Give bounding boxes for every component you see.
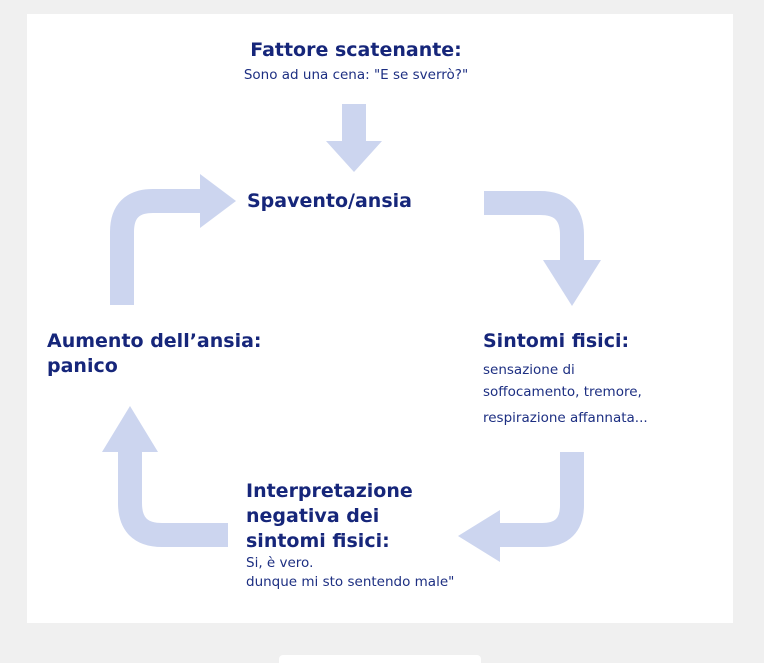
arrow-interpretation-to-panic-head [102, 406, 158, 452]
arrow-fear-to-symptoms-shaft [484, 191, 584, 262]
trigger-block: Fattore scatenante: Sono ad una cena: "E… [166, 38, 546, 85]
arrow-symptoms-to-interpretation-head [458, 510, 500, 562]
arrow-interpretation-to-panic-shaft [118, 450, 228, 547]
arrow-fear-to-symptoms-head [543, 260, 601, 306]
symptoms-block: Sintomi fisici: sensazione di soffocamen… [483, 329, 648, 428]
fear-title: Spavento/ansia [247, 190, 412, 212]
bottom-tab [279, 655, 481, 663]
arrow-symptoms-to-interpretation-shaft [498, 452, 584, 547]
symptoms-line-1: sensazione di [483, 362, 575, 378]
trigger-title: Fattore scatenante: [250, 39, 462, 61]
interpretation-title-line-2: negativa dei [246, 505, 380, 527]
arrow-trigger-to-fear-head [326, 141, 382, 172]
interpretation-title-line-3: sintomi fisici: [246, 530, 390, 552]
fear-block: Spavento/ansia [247, 189, 412, 214]
panic-block: Aumento dell’ansia: panico [47, 329, 262, 379]
symptoms-title: Sintomi fisici: [483, 330, 630, 352]
interpretation-title-line-1: Interpretazione [246, 480, 413, 502]
arrow-panic-to-fear-shaft [110, 189, 202, 305]
symptoms-line-2: soffocamento, tremore, [483, 384, 642, 400]
trigger-text: Sono ad una cena: "E se sverrò?" [243, 67, 469, 83]
panic-title-line-2: panico [47, 355, 118, 377]
arrow-panic-to-fear-head [200, 174, 236, 228]
interpretation-block: Interpretazione negativa dei sintomi fis… [246, 479, 454, 592]
symptoms-line-3: respirazione affannata... [483, 410, 648, 426]
interpretation-line-2: dunque mi sto sentendo male" [246, 574, 455, 590]
panic-title-line-1: Aumento dell’ansia: [47, 330, 262, 352]
interpretation-line-1: Si, è vero. [246, 555, 314, 571]
